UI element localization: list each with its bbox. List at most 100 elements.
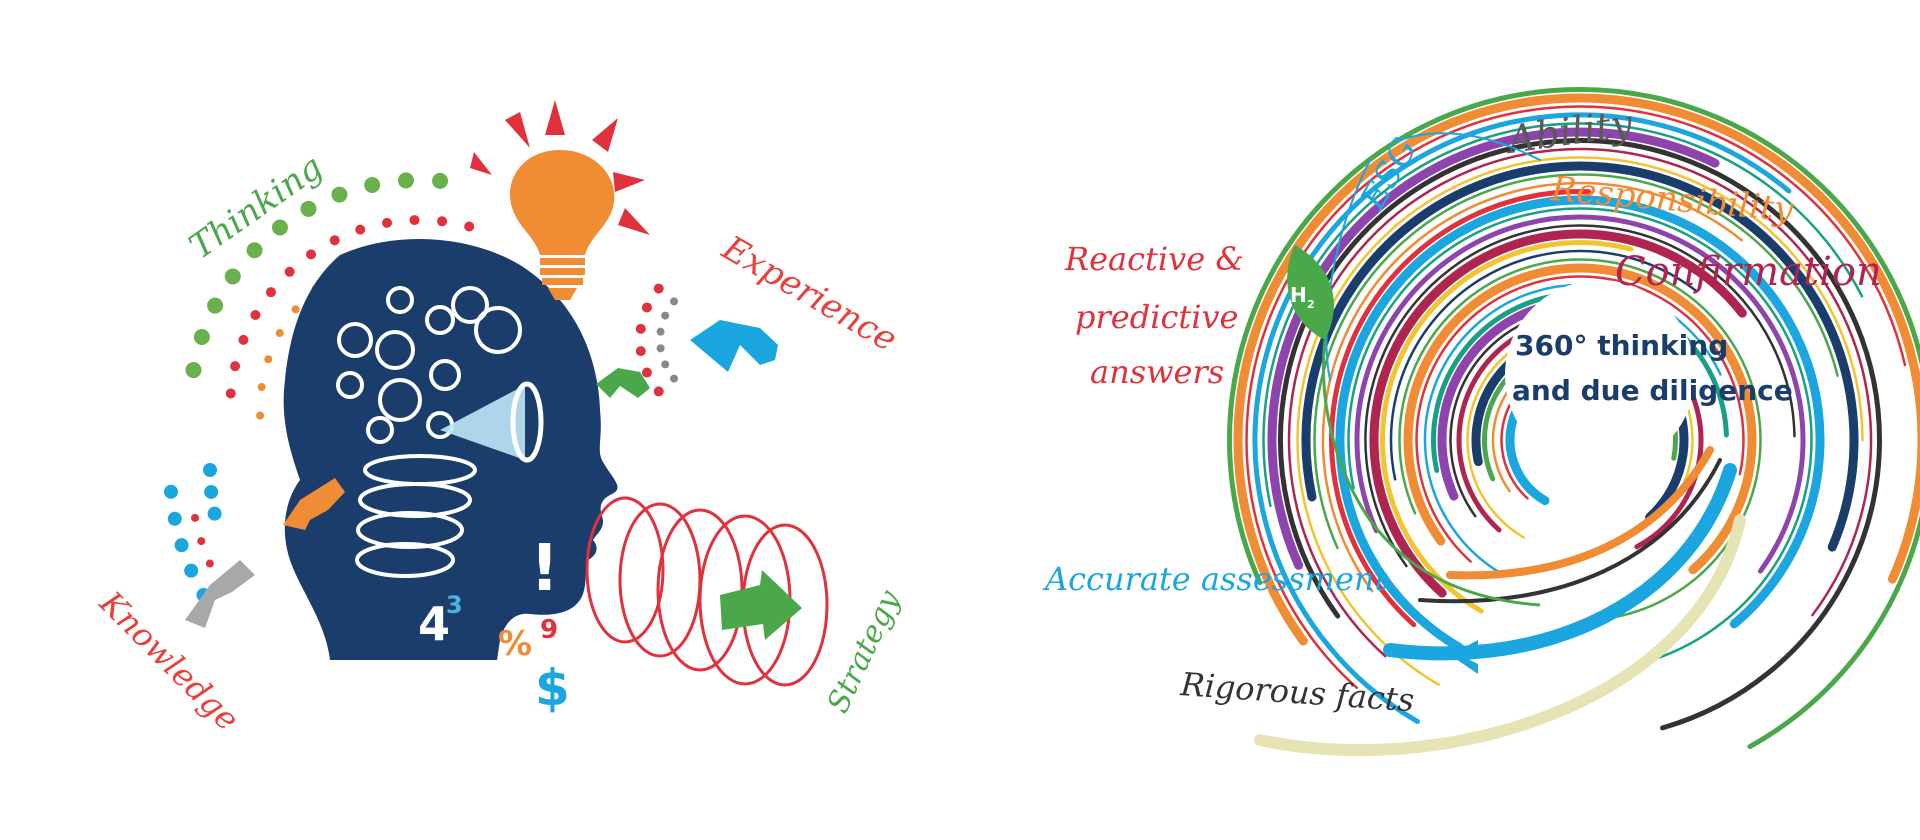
decor-dot xyxy=(265,287,276,298)
center-line-2: and due diligence xyxy=(1512,374,1793,407)
decor-dot xyxy=(203,463,217,477)
decor-dot xyxy=(207,297,224,314)
swirl-arc xyxy=(1262,122,1864,508)
decor-dot xyxy=(635,323,646,334)
swirl-arc xyxy=(1233,93,1920,646)
decor-dot xyxy=(238,334,249,345)
decor-dot xyxy=(197,537,206,546)
label-rigorous: Rigorous facts xyxy=(1178,665,1415,719)
symbol-dollar: $ xyxy=(535,659,570,717)
swirl-outer-arc xyxy=(1446,446,1714,580)
decor-dot xyxy=(641,367,652,378)
decor-dot xyxy=(174,538,189,553)
swirl-arc xyxy=(1252,112,1792,724)
decor-dot xyxy=(432,172,449,189)
decor-dot xyxy=(230,361,241,372)
decor-dot xyxy=(656,344,665,353)
swirl-outer-arc xyxy=(1418,458,1722,604)
label-accurate: Accurate assessment xyxy=(1042,560,1388,598)
lightbulb-icon xyxy=(470,100,650,300)
decor-dot xyxy=(284,266,295,277)
swirl-center xyxy=(1505,280,1695,470)
head-silhouette-icon xyxy=(283,238,618,660)
green-arrow-icon xyxy=(596,368,650,398)
blue-arrow-icon xyxy=(690,320,778,372)
swirl-outer-arc xyxy=(1325,159,1371,381)
decor-dot xyxy=(653,386,664,397)
decor-dot xyxy=(661,311,670,320)
decor-dot xyxy=(653,283,664,294)
decor-dot xyxy=(329,235,340,246)
decor-dot xyxy=(661,360,670,369)
swirl-arc xyxy=(1354,214,1806,574)
decor-dot xyxy=(291,305,300,314)
decor-dot xyxy=(364,177,381,194)
decor-dot xyxy=(205,559,214,568)
decor-dot xyxy=(191,513,200,522)
decor-dot xyxy=(271,219,288,236)
h2-label: H xyxy=(1290,283,1307,307)
swirl-arc xyxy=(1329,189,1592,628)
swirl-arc xyxy=(1245,105,1907,690)
decor-dot xyxy=(670,374,679,383)
swirl-arc xyxy=(1369,229,1747,598)
decor-dot xyxy=(397,172,414,189)
dot-arcs xyxy=(163,172,679,602)
right-panel: H 2 Ability ESG Responsibility Confirmat… xyxy=(1042,87,1920,757)
strategy-arrow-icon xyxy=(720,570,802,640)
swirl-outer-arc xyxy=(1254,514,1746,757)
decor-dot xyxy=(409,215,420,226)
swirl-arc xyxy=(1403,263,1757,575)
word-strategy: Strategy xyxy=(821,584,908,718)
word-knowledge: Knowledge xyxy=(92,583,247,738)
swirl-arc xyxy=(1398,258,1762,622)
symbol-percent: % xyxy=(498,624,532,664)
swirl-arc xyxy=(1389,249,1698,481)
symbol-four: 4 xyxy=(418,597,450,651)
label-reactive-2: predictive xyxy=(1075,298,1238,336)
label-reactive-1: Reactive & xyxy=(1064,240,1244,278)
swirl-arc xyxy=(1321,181,1743,593)
megaphone-icon xyxy=(440,381,544,463)
swirl-arc xyxy=(1278,138,1882,731)
swirl-arc xyxy=(1287,147,1873,658)
h2-subscript: 2 xyxy=(1307,298,1315,311)
swirl-arc xyxy=(1364,224,1796,568)
decor-dot xyxy=(300,200,317,217)
red-spiral-icon xyxy=(585,496,829,687)
swirl-arc xyxy=(1347,207,1813,663)
grey-arrow-icon xyxy=(185,560,255,628)
swirl-arc xyxy=(1380,240,1634,614)
chevron-left-icon xyxy=(1450,640,1478,674)
decor-dot xyxy=(225,388,236,399)
symbol-exclaim: ! xyxy=(530,532,559,606)
decor-dot xyxy=(185,362,202,379)
decor-dot xyxy=(635,346,646,357)
center-line-1: 360° thinking xyxy=(1515,329,1728,362)
swirl-arc xyxy=(1267,127,1720,570)
decor-dot xyxy=(250,310,261,320)
label-ability: Ability xyxy=(1502,101,1635,162)
decor-dot xyxy=(382,217,393,228)
decor-dot xyxy=(264,355,273,364)
orange-arrow-icon xyxy=(283,478,345,530)
decor-dot xyxy=(656,327,665,336)
decor-dot xyxy=(204,484,219,499)
decor-dot xyxy=(193,329,210,346)
swirl-arc xyxy=(1313,173,1839,550)
decor-dot xyxy=(464,221,475,232)
decor-dot xyxy=(257,383,266,392)
decor-dot xyxy=(306,249,317,260)
decor-dot xyxy=(641,302,652,313)
symbol-cube: 3 xyxy=(446,591,463,619)
swirl-outer-arc xyxy=(1399,132,1541,161)
decor-dot xyxy=(437,216,448,227)
swirl-arc xyxy=(1227,87,1920,750)
swirl-arc xyxy=(1296,156,1864,686)
decor-dot xyxy=(670,297,679,306)
decor-dot xyxy=(163,484,178,499)
left-panel: 4 3 ! % 9 $ xyxy=(92,100,908,738)
label-confirmation: Confirmation xyxy=(1615,249,1882,295)
